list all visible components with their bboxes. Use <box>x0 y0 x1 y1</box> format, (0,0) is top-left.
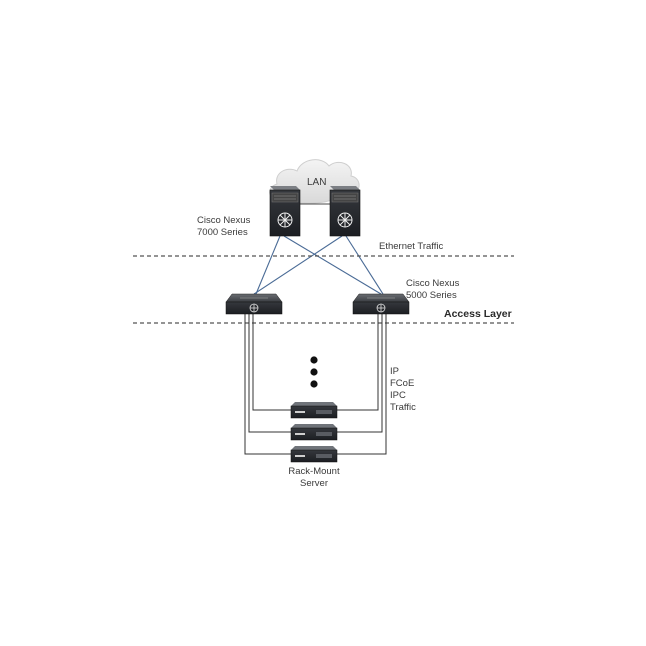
nexus-5000-label-line1: Cisco Nexus <box>406 278 460 289</box>
access-layer-label: Access Layer <box>444 308 512 320</box>
ethernet-traffic-label: Ethernet Traffic <box>379 241 444 252</box>
rack-mount-server-1-icon <box>290 402 338 419</box>
traffic-ip-label: IP <box>390 366 399 377</box>
rack-mount-server-3-icon <box>290 446 338 463</box>
nexus-5000-switch-right-icon <box>352 293 410 315</box>
nexus-7000-label: Cisco Nexus 7000 Series <box>197 215 250 239</box>
traffic-ipc-label: IPC <box>390 390 406 401</box>
traffic-fcoe-label: FCoE <box>390 378 415 389</box>
server-cables <box>244 314 387 455</box>
lan-label: LAN <box>307 177 327 188</box>
nexus-7000-switch-right-icon <box>329 186 361 237</box>
ethernet-links <box>253 235 384 295</box>
rack-mount-server-2-icon <box>290 424 338 441</box>
traffic-label: Traffic <box>390 402 416 413</box>
nexus-7000-label-line1: Cisco Nexus <box>197 215 251 226</box>
nexus-5000-label-line2: 5000 Series <box>406 290 457 301</box>
nexus-7000-switch-left-icon <box>269 186 301 237</box>
nexus-5000-switch-left-icon <box>225 293 283 315</box>
nexus-7000-label-line2: 7000 Series <box>197 227 248 238</box>
traffic-types-label: IP FCoE IPC Traffic <box>390 366 416 414</box>
server-label: Rack-Mount Server <box>278 466 350 490</box>
more-servers-ellipsis-icon <box>310 356 318 388</box>
server-label-line2: Server <box>300 478 328 489</box>
nexus-5000-label: Cisco Nexus 5000 Series <box>406 278 459 302</box>
server-label-line1: Rack-Mount <box>288 466 340 477</box>
